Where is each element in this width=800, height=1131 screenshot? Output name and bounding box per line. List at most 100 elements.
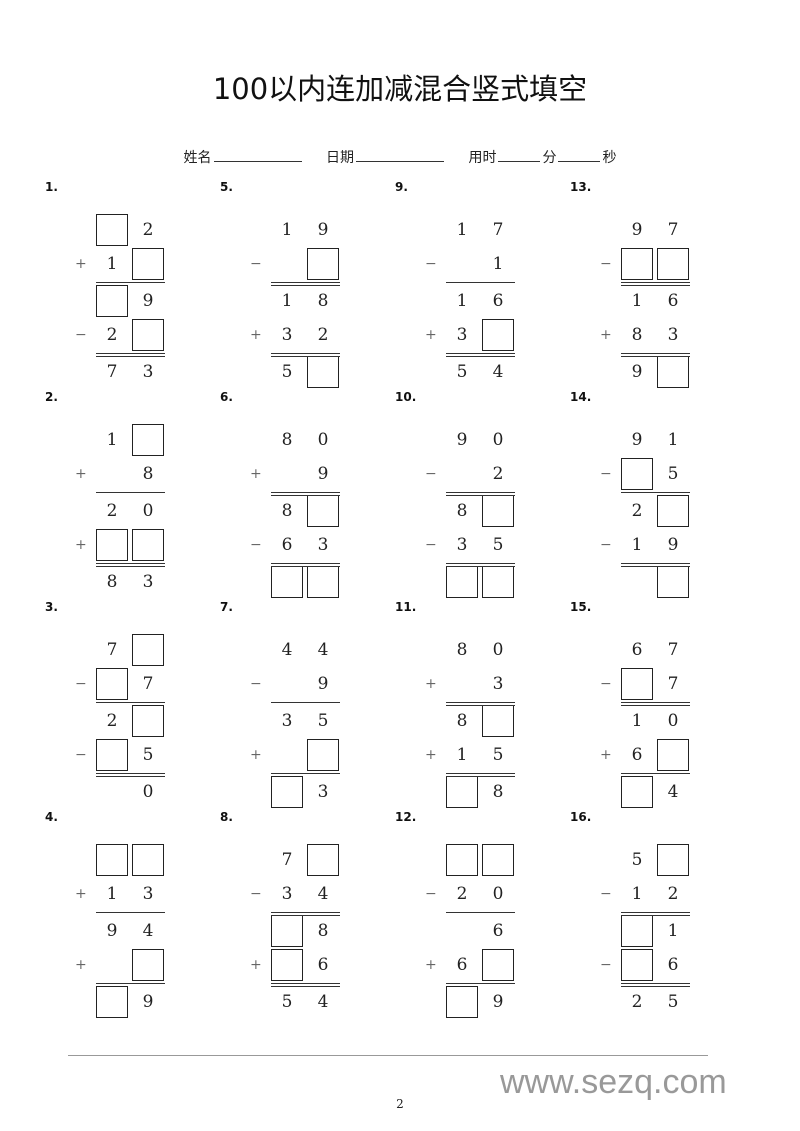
tens-answer-box[interactable] (446, 776, 478, 808)
tens-answer-box[interactable] (446, 844, 478, 876)
tens-digit: 6 (281, 535, 293, 555)
units-digit: 3 (317, 535, 329, 555)
tens-digit: 7 (106, 640, 118, 660)
units-answer-box[interactable] (482, 319, 514, 351)
equation-row: 1 (570, 915, 745, 949)
units-answer-box[interactable] (482, 949, 514, 981)
plus-sign: + (75, 537, 87, 553)
tens-answer-box[interactable] (96, 285, 128, 317)
units-digit: 5 (667, 992, 679, 1012)
units-digit: 8 (317, 291, 329, 311)
tens-answer-box[interactable] (621, 949, 653, 981)
sum-line (621, 492, 690, 493)
minus-sign: − (600, 256, 612, 272)
tens-answer-box[interactable] (96, 529, 128, 561)
minus-sign: − (600, 537, 612, 553)
tens-answer-box[interactable] (621, 915, 653, 947)
units-answer-box[interactable] (132, 634, 164, 666)
tens-answer-box[interactable] (271, 915, 303, 947)
units-digit: 2 (317, 325, 329, 345)
tens-answer-box[interactable] (621, 776, 653, 808)
units-answer-box[interactable] (132, 705, 164, 737)
tens-answer-box[interactable] (621, 668, 653, 700)
tens-answer-box[interactable] (96, 986, 128, 1018)
minutes-blank[interactable] (498, 147, 541, 162)
tens-digit: 1 (456, 745, 468, 765)
tens-answer-box[interactable] (96, 214, 128, 246)
time-label: 用时 (468, 150, 497, 166)
tens-answer-box[interactable] (446, 566, 478, 598)
units-answer-box[interactable] (482, 495, 514, 527)
problem-number: 14. (570, 390, 592, 404)
tens-answer-box[interactable] (446, 986, 478, 1018)
units-answer-box[interactable] (132, 248, 164, 280)
minus-sign: − (250, 256, 262, 272)
units-answer-box[interactable] (657, 739, 689, 771)
tens-answer-box[interactable] (621, 248, 653, 280)
tens-answer-box[interactable] (96, 668, 128, 700)
problem-number: 5. (220, 180, 233, 194)
units-answer-box[interactable] (482, 844, 514, 876)
units-digit: 7 (492, 220, 504, 240)
tens-answer-box[interactable] (271, 776, 303, 808)
name-blank[interactable] (213, 147, 302, 162)
tens-digit: 1 (631, 884, 643, 904)
equation-row: 2 (570, 495, 745, 529)
units-answer-box[interactable] (307, 739, 339, 771)
equation-row: + (45, 529, 220, 563)
tens-digit: 8 (106, 572, 118, 592)
sum-line (446, 702, 515, 706)
tens-answer-box[interactable] (96, 844, 128, 876)
units-answer-box[interactable] (307, 248, 339, 280)
units-answer-box[interactable] (657, 566, 689, 598)
problem-number: 4. (45, 810, 58, 824)
units-digit: 1 (667, 921, 679, 941)
sum-line (96, 353, 165, 357)
units-answer-box[interactable] (482, 566, 514, 598)
units-answer-box[interactable] (132, 949, 164, 981)
equation-row: −7 (570, 668, 745, 702)
units-digit: 9 (667, 535, 679, 555)
equation-row: 9 (45, 986, 220, 1020)
equation-row (395, 844, 570, 878)
equation-row: 7 (220, 844, 395, 878)
units-answer-box[interactable] (132, 319, 164, 351)
date-blank[interactable] (356, 147, 444, 162)
plus-sign: + (75, 256, 87, 272)
tens-answer-box[interactable] (271, 566, 303, 598)
units-answer-box[interactable] (132, 844, 164, 876)
equation-row: 9 (45, 285, 220, 319)
units-answer-box[interactable] (657, 495, 689, 527)
sum-line (446, 563, 515, 567)
units-answer-box[interactable] (132, 424, 164, 456)
units-answer-box[interactable] (307, 566, 339, 598)
units-answer-box[interactable] (657, 356, 689, 388)
tens-answer-box[interactable] (621, 458, 653, 490)
equation-row: 8 (395, 705, 570, 739)
units-answer-box[interactable] (307, 495, 339, 527)
units-answer-box[interactable] (307, 356, 339, 388)
units-answer-box[interactable] (657, 248, 689, 280)
units-answer-box[interactable] (307, 844, 339, 876)
units-answer-box[interactable] (482, 705, 514, 737)
units-answer-box[interactable] (657, 844, 689, 876)
equation-row: 4 (570, 776, 745, 810)
tens-digit: 7 (281, 850, 293, 870)
tens-answer-box[interactable] (271, 949, 303, 981)
units-digit: 0 (667, 711, 679, 731)
sum-line (271, 912, 340, 916)
units-answer-box[interactable] (132, 529, 164, 561)
sum-line (96, 563, 165, 567)
units-digit: 0 (492, 430, 504, 450)
sum-line (96, 492, 165, 493)
tens-answer-box[interactable] (96, 739, 128, 771)
seconds-blank[interactable] (558, 147, 601, 162)
